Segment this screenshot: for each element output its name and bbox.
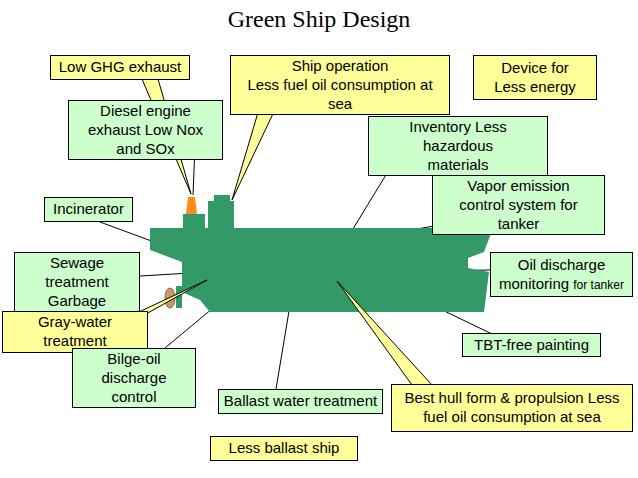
- box-text: Best hull form & propulsion Less fuel oi…: [398, 389, 626, 427]
- box-text: Bilge-oil discharge control: [77, 350, 191, 406]
- box-text: Less ballast ship: [229, 439, 340, 458]
- box-text: Gray-water treatment: [6, 313, 144, 351]
- box-text: Ship operation: [292, 57, 389, 76]
- box-text: for tanker: [573, 278, 624, 292]
- callout-box: Less ballast ship: [210, 436, 358, 461]
- label-box: Oil discharge monitoring for tanker: [490, 252, 633, 297]
- bridge: [208, 201, 234, 229]
- box-text: TBT-free painting: [474, 336, 589, 355]
- ship-hull: [150, 228, 493, 312]
- label-box: Ballast water treatment: [218, 389, 383, 414]
- callout-pointer: [337, 281, 432, 385]
- diagram-title: Green Ship Design: [0, 6, 638, 33]
- text-line-group: Oil discharge monitoring for tanker: [494, 256, 629, 294]
- label-box: Vapor emission control system for tanker: [432, 175, 605, 235]
- bridge-top: [214, 195, 230, 202]
- box-text: Device for Less energy: [490, 59, 580, 97]
- box-text: Inventory Less hazardous materials: [397, 118, 519, 174]
- label-box: Diesel engine exhaust Low Nox and SOx: [68, 100, 223, 160]
- box-text: Diesel engine exhaust Low Nox and SOx: [87, 102, 204, 158]
- funnel: [186, 197, 197, 214]
- box-text: Less fuel oil consumption at sea: [234, 76, 446, 114]
- callout-box: Best hull form & propulsion Less fuel oi…: [391, 384, 633, 432]
- callout-box: Device for Less energy: [473, 55, 597, 100]
- box-text: Incinerator: [53, 200, 124, 219]
- label-box: TBT-free painting: [462, 333, 601, 357]
- callout-box: Ship operationLess fuel oil consumption …: [230, 55, 450, 115]
- callout-box: Gray-water treatment: [2, 311, 148, 353]
- callout-box: Low GHG exhaust: [50, 55, 190, 80]
- box-text: Vapor emission control system for tanker: [443, 177, 594, 233]
- box-text: Low GHG exhaust: [59, 58, 182, 77]
- label-box: Bilge-oil discharge control: [72, 348, 196, 408]
- label-box: Incinerator: [44, 197, 133, 222]
- label-box: Inventory Less hazardous materials: [368, 116, 548, 176]
- deckhouse: [183, 214, 205, 229]
- box-text: Ballast water treatment: [224, 392, 377, 411]
